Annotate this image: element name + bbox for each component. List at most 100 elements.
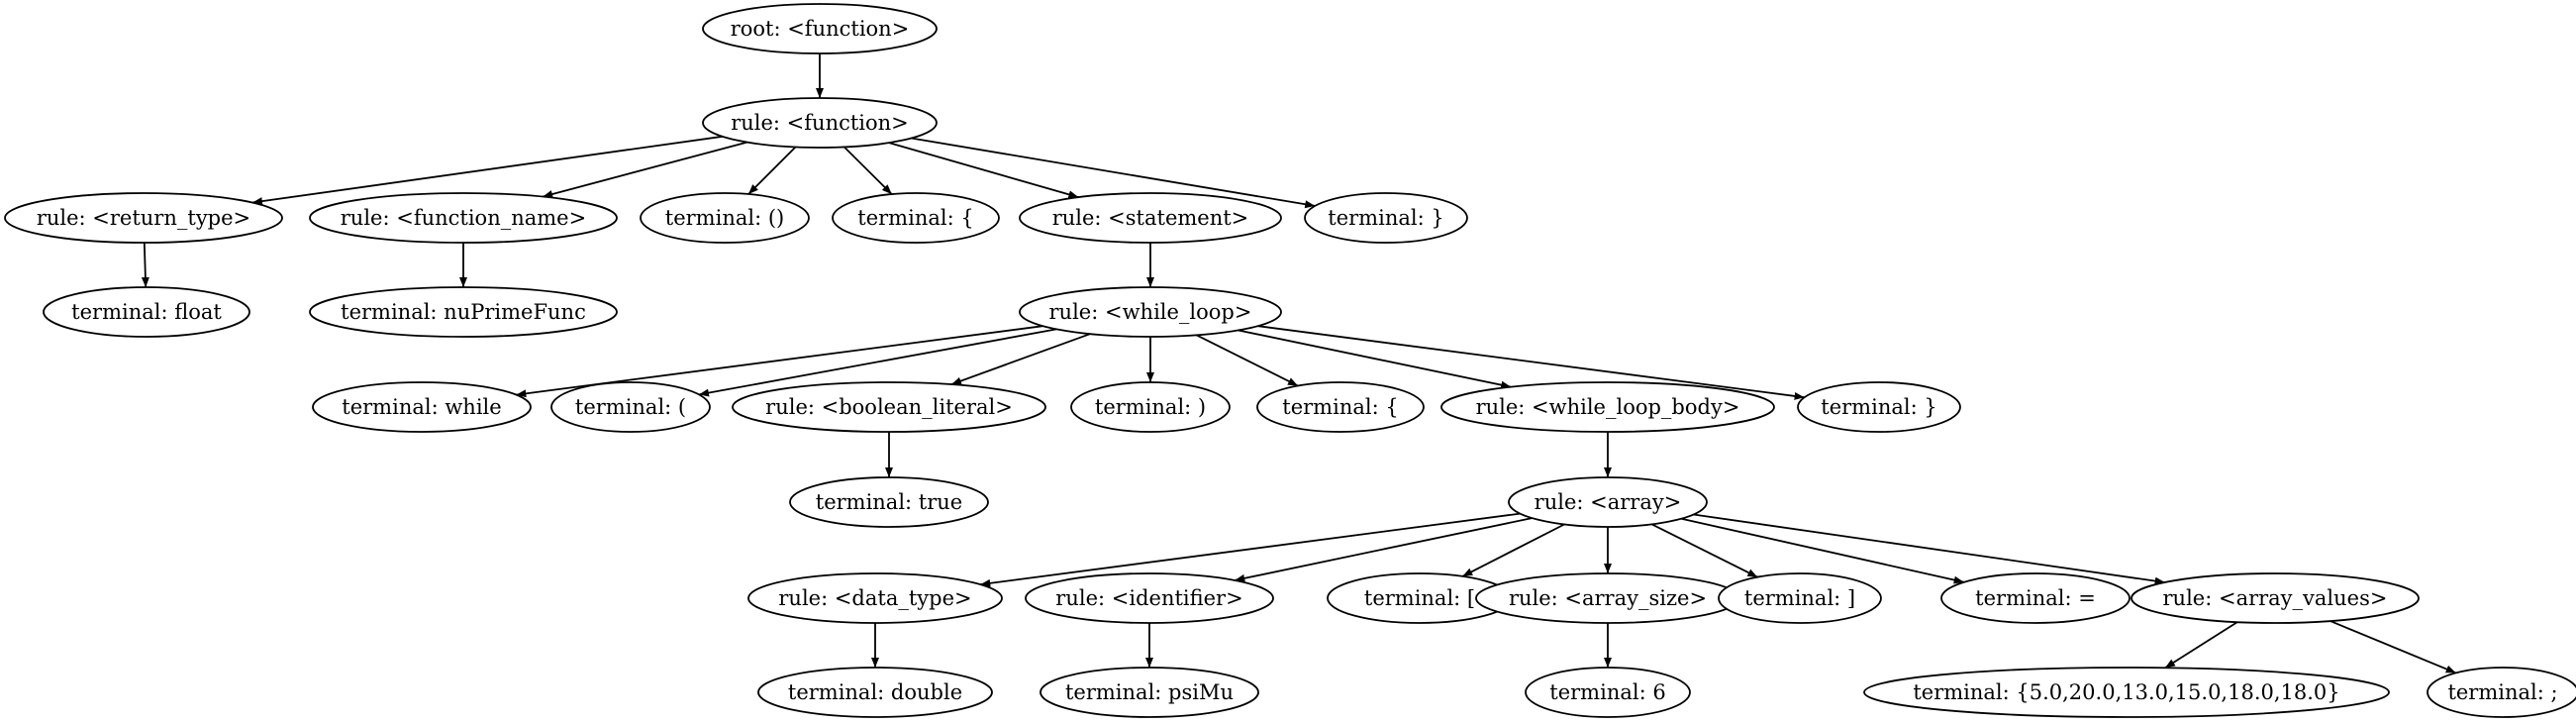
edge-n10-to-n17 <box>1257 325 1805 400</box>
node-label: rule: <data_type> <box>778 586 971 610</box>
tree-node-n21: rule: <identifier> <box>1025 572 1274 624</box>
node-ellipse <box>732 381 1046 433</box>
edge-n1-to-n5 <box>843 146 893 195</box>
edge-n26-to-n31 <box>2329 620 2457 674</box>
edge-arrow <box>1693 513 2165 585</box>
tree-node-n0: root: <function> <box>702 3 938 54</box>
node-label: terminal: } <box>1821 395 1936 419</box>
node-ellipse <box>312 381 532 433</box>
node-ellipse <box>1019 286 1282 338</box>
tree-node-n1: rule: <function> <box>702 97 938 149</box>
tree-node-n14: terminal: ) <box>1070 381 1231 433</box>
tree-node-n29: terminal: 6 <box>1525 667 1691 718</box>
node-ellipse <box>2130 572 2420 624</box>
node-ellipse <box>1304 192 1468 244</box>
node-label: terminal: = <box>1975 586 2096 610</box>
node-ellipse <box>1940 572 2130 624</box>
node-ellipse <box>1256 381 1425 433</box>
edge-arrow <box>950 333 1091 385</box>
node-label: terminal: psiMu <box>1065 680 1234 704</box>
edge-arrow <box>747 146 797 195</box>
node-label: terminal: float <box>71 300 222 324</box>
edge-arrow <box>1461 523 1565 577</box>
tree-node-n3: rule: <function_name> <box>309 192 618 244</box>
edge-arrow <box>1257 325 1805 400</box>
edge-arrow <box>251 135 723 206</box>
edge-arrow <box>888 142 1079 199</box>
node-label: rule: <statement> <box>1052 206 1249 230</box>
edge-n1-to-n7 <box>911 137 1316 209</box>
node-label: terminal: {5.0,20.0,13.0,15.0,18.0,18.0} <box>1913 680 2339 704</box>
node-label: rule: <function_name> <box>341 206 586 230</box>
edges-layer <box>141 53 2457 674</box>
node-ellipse <box>550 381 711 433</box>
edge-n10-to-n16 <box>1238 329 1512 389</box>
node-ellipse <box>43 286 250 338</box>
edge-arrow <box>1651 523 1758 578</box>
node-label: terminal: { <box>857 206 973 230</box>
node-label: terminal: ; <box>2447 680 2557 704</box>
edge-n10-to-n12 <box>698 328 1057 397</box>
edge-n19-to-n20 <box>980 512 1521 587</box>
edge-n10-to-n15 <box>1196 334 1299 387</box>
node-ellipse <box>1040 667 1259 718</box>
edge-n19-to-n26 <box>1693 513 2165 585</box>
node-label: rule: <array_values> <box>2163 586 2388 610</box>
tree-node-n17: terminal: } <box>1797 381 1961 433</box>
tree-node-n18: terminal: true <box>789 476 989 528</box>
tree-node-n5: terminal: { <box>832 192 1000 244</box>
node-ellipse <box>1863 667 2390 718</box>
node-ellipse <box>757 667 993 718</box>
node-label: rule: <array_size> <box>1509 586 1707 610</box>
edge-arrow <box>1681 517 1964 584</box>
tree-node-n23: rule: <array_size> <box>1475 572 1740 624</box>
node-label: rule: <while_loop_body> <box>1476 395 1740 419</box>
tree-node-n6: rule: <statement> <box>1019 192 1282 244</box>
edge-n2-to-n8 <box>141 242 149 288</box>
tree-node-n28: terminal: psiMu <box>1040 667 1259 718</box>
edge-arrow <box>542 141 747 198</box>
tree-node-n26: rule: <array_values> <box>2130 572 2420 624</box>
tree-node-n22: terminal: [ <box>1327 572 1513 624</box>
edge-n1-to-n3 <box>542 141 747 198</box>
node-ellipse <box>747 572 1003 624</box>
edge-n1-to-n2 <box>251 135 723 206</box>
node-label: rule: <return_type> <box>37 206 250 230</box>
node-ellipse <box>1508 476 1708 528</box>
node-label: rule: <identifier> <box>1055 586 1242 610</box>
node-ellipse <box>2427 667 2576 718</box>
edge-arrow <box>2164 621 2238 670</box>
node-label: terminal: double <box>788 680 962 704</box>
node-label: terminal: ( <box>575 395 686 419</box>
edge-arrow <box>911 137 1316 209</box>
node-label: terminal: ) <box>1095 395 1206 419</box>
node-label: terminal: () <box>665 206 784 230</box>
tree-node-n25: terminal: = <box>1940 572 2130 624</box>
node-ellipse <box>1025 572 1274 624</box>
edge-arrow <box>1238 329 1512 389</box>
node-label: rule: <boolean_literal> <box>765 395 1013 419</box>
tree-node-n15: terminal: { <box>1256 381 1425 433</box>
edge-arrow <box>698 328 1057 397</box>
node-label: terminal: true <box>816 490 962 514</box>
node-label: rule: <array> <box>1535 490 1682 514</box>
node-ellipse <box>1718 572 1882 624</box>
tree-node-n2: rule: <return_type> <box>4 192 283 244</box>
node-label: terminal: { <box>1282 395 1398 419</box>
node-ellipse <box>309 192 618 244</box>
edge-arrow <box>980 512 1521 587</box>
node-ellipse <box>1070 381 1231 433</box>
node-label: rule: <function> <box>731 111 909 135</box>
tree-node-n4: terminal: () <box>640 192 810 244</box>
tree-node-n10: rule: <while_loop> <box>1019 286 1282 338</box>
tree-node-n27: terminal: double <box>757 667 993 718</box>
node-label: rule: <while_loop> <box>1049 300 1252 324</box>
node-ellipse <box>1440 381 1775 433</box>
edge-n1-to-n4 <box>747 146 797 195</box>
node-ellipse <box>1797 381 1961 433</box>
edge-arrow <box>843 146 893 195</box>
edge-n19-to-n24 <box>1651 523 1758 578</box>
node-ellipse <box>702 3 938 54</box>
edge-arrow <box>2329 620 2457 674</box>
